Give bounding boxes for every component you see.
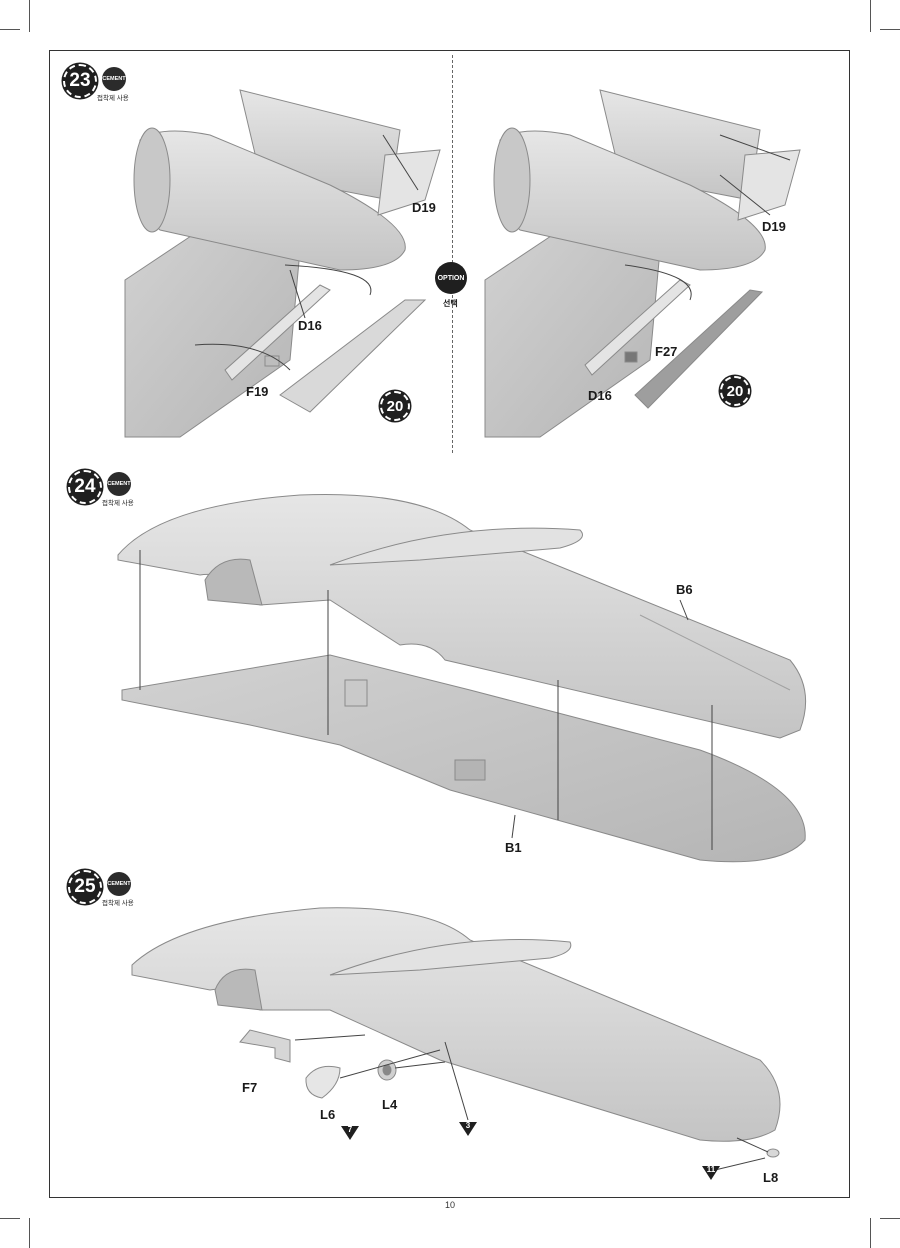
ref-triangle-7 xyxy=(341,1126,359,1140)
step24-lower-wing xyxy=(121,550,806,863)
sub-assembly-20-right: 20 xyxy=(720,376,750,406)
cement-icon-24: CEMENT xyxy=(107,472,131,496)
instruction-frame xyxy=(49,50,850,1198)
part-label-b6: B6 xyxy=(676,582,693,597)
step24-upper-wing xyxy=(117,493,807,739)
part-label-l8: L8 xyxy=(763,1170,779,1185)
part-label-d16-left: D16 xyxy=(298,318,322,333)
cement-icon-25: CEMENT xyxy=(107,872,131,896)
part-label-f7: F7 xyxy=(242,1080,258,1095)
ref-number-7: 7 xyxy=(347,1125,353,1134)
part-label-b1: B1 xyxy=(505,840,522,855)
part-label-l6: L6 xyxy=(320,1107,336,1122)
part-label-f19: F19 xyxy=(246,384,269,399)
part-label-d16-right: D16 xyxy=(588,388,612,403)
cement-caption-25: 접착제 사용 xyxy=(102,900,134,907)
crop-mark-tr-h xyxy=(880,29,900,30)
crop-mark-tr-v xyxy=(870,0,871,32)
step-number-24: 24 xyxy=(68,470,102,504)
crop-mark-bl-h xyxy=(0,1218,20,1219)
step-number-25: 25 xyxy=(68,870,102,904)
ref-number-11: 11 xyxy=(706,1165,716,1174)
page-number: 10 xyxy=(444,1200,455,1210)
step23-right-art xyxy=(484,89,801,438)
ref-triangle-11 xyxy=(702,1166,720,1180)
cement-caption-24: 접착제 사용 xyxy=(102,500,134,507)
crop-mark-tl-v xyxy=(29,0,30,32)
step-number-23: 23 xyxy=(63,64,97,98)
part-label-d19-right: D19 xyxy=(762,219,786,234)
sub-assembly-20-left: 20 xyxy=(380,391,410,421)
step23-left-art xyxy=(124,89,441,438)
option-divider xyxy=(452,55,453,453)
step25-wing xyxy=(131,907,781,1171)
cement-caption-23: 접착제 사용 xyxy=(97,95,129,102)
ref-triangle-3 xyxy=(459,1122,477,1136)
crop-mark-br-v xyxy=(870,1218,871,1248)
option-caption: 선택 xyxy=(443,299,458,308)
part-label-f27: F27 xyxy=(655,344,678,359)
crop-mark-br-h xyxy=(880,1218,900,1219)
option-icon: OPTION xyxy=(435,262,467,294)
cement-icon-23: CEMENT xyxy=(102,67,126,91)
part-label-d19-left: D19 xyxy=(412,200,436,215)
part-label-l4: L4 xyxy=(382,1097,398,1112)
ref-number-3: 3 xyxy=(465,1121,471,1130)
crop-mark-tl-h xyxy=(0,29,20,30)
crop-mark-bl-v xyxy=(29,1218,30,1248)
